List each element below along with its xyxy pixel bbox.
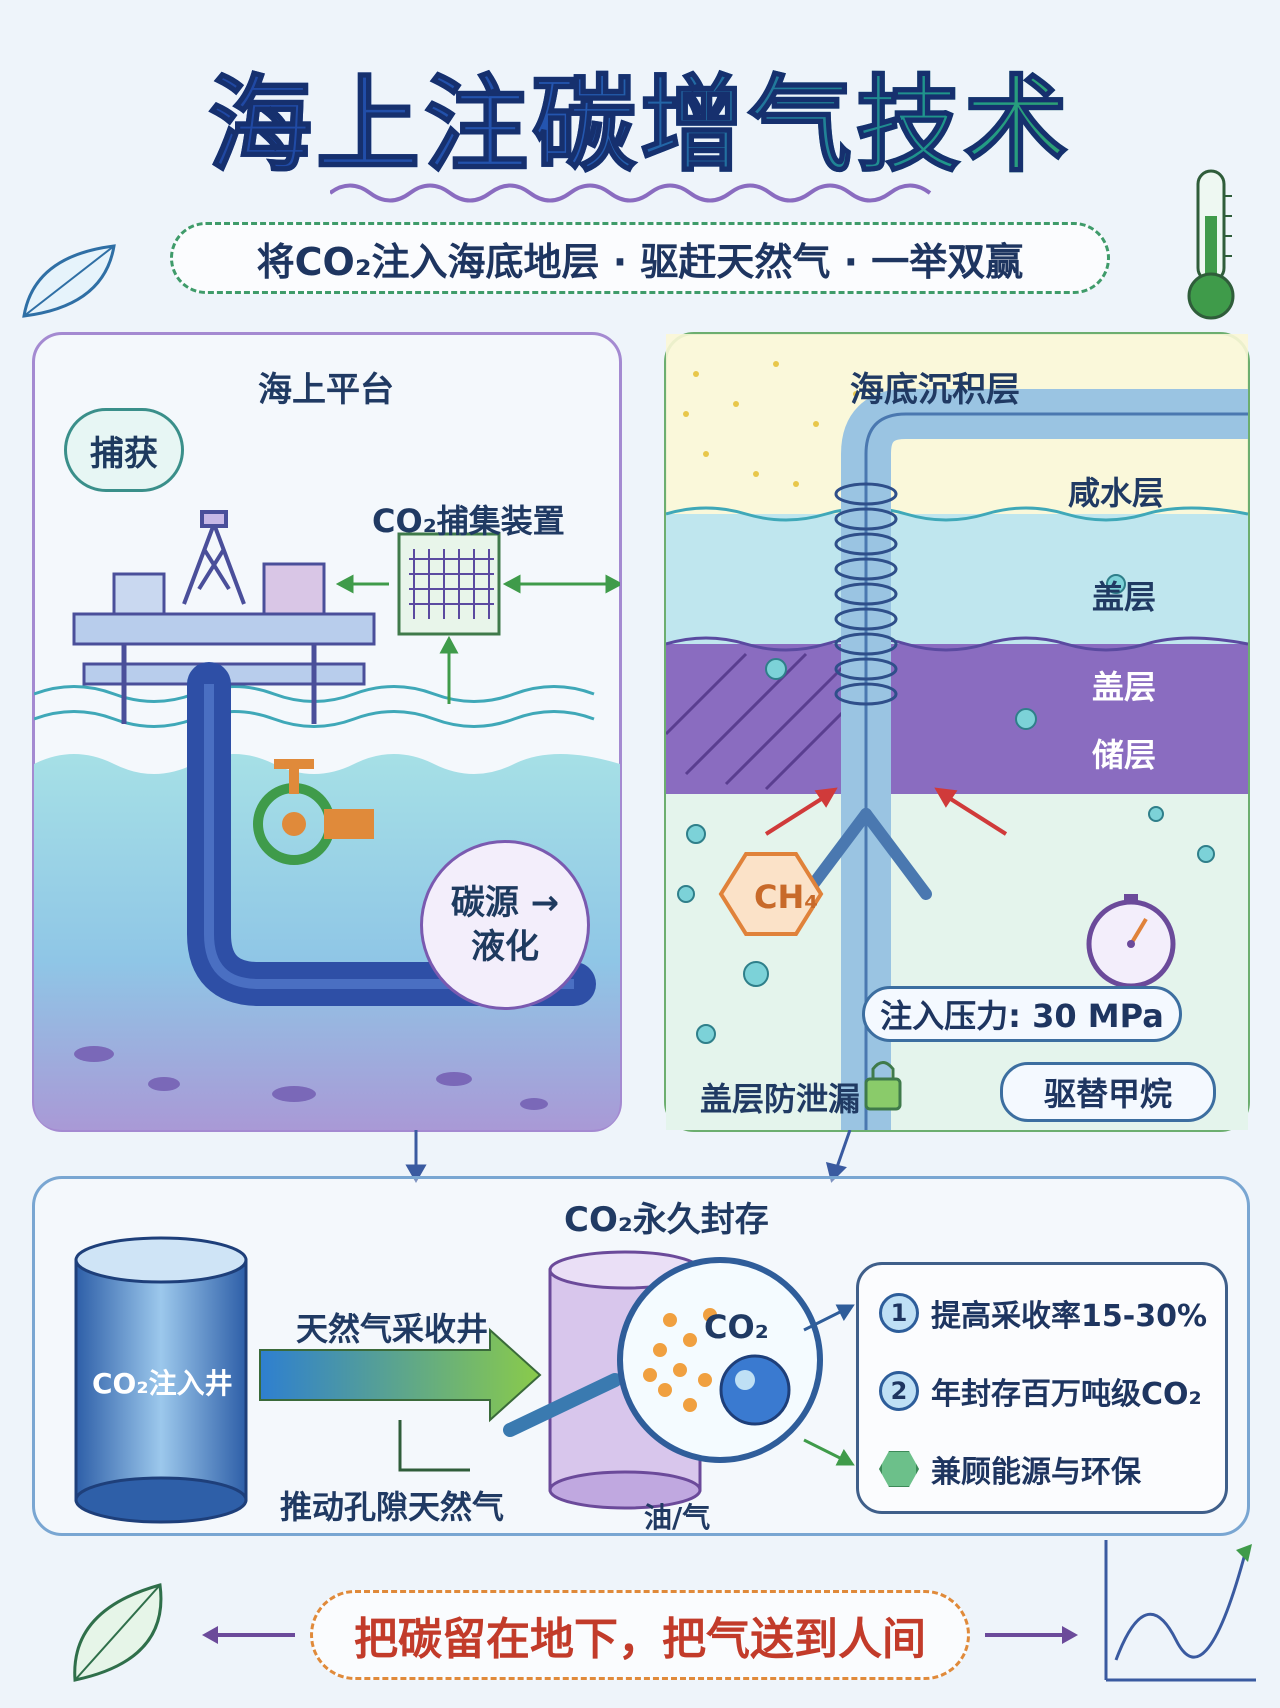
leaf-icon (22, 244, 116, 318)
benefit-item-3: 兼顾能源与环保 (879, 1447, 1141, 1491)
subtitle-banner: 将CO₂注入海底地层 · 驱赶天然气 · 一举双赢 (170, 222, 1110, 294)
capture-bubble-text: 捕获 (90, 433, 158, 474)
footer-slogan-text: 把碳留在地下，把气送到人间 (354, 1614, 926, 1665)
arrow-left-icon (202, 1626, 295, 1644)
benefit-marker-2: 2 (879, 1371, 919, 1411)
seabed-sediment-heading: 海底沉积层 (850, 370, 1020, 410)
hexagon-bullet-icon (879, 1451, 919, 1487)
methane-label: CH₄ (754, 878, 819, 916)
benefits-list: 1 提高采收率15-30% 2 年封存百万吨级CO₂ 兼顾能源与环保 (856, 1262, 1228, 1514)
liquefaction-line-2: 液化 (471, 927, 539, 967)
push-pore-gas-label: 推动孔隙天然气 (280, 1488, 505, 1526)
benefit-text-1: 提高采收率15-30% (931, 1299, 1208, 1334)
down-arrows (405, 1130, 852, 1184)
co2-injection-well-label: CO₂注入井 (92, 1367, 233, 1400)
benefit-marker-1: 1 (879, 1293, 919, 1333)
benefit-text-3: 兼顾能源与环保 (931, 1455, 1141, 1490)
permanent-storage-heading: CO₂永久封存 (564, 1200, 769, 1240)
layer-cap-label-2: 盖层 (1092, 668, 1157, 706)
benefit-text-2: 年封存百万吨级CO₂ (931, 1377, 1202, 1412)
leaf-icon-bottom (73, 1583, 163, 1682)
benefit-item-2: 2 年封存百万吨级CO₂ (879, 1369, 1202, 1413)
methane-displacement-text: 驱替甲烷 (1043, 1075, 1172, 1113)
leak-prevention-label: 盖层防泄漏 (700, 1080, 861, 1118)
gas-production-well-label: 天然气采收井 (296, 1310, 489, 1348)
growth-chart-icon (1104, 1540, 1256, 1682)
co2-molecule-label: CO₂ (704, 1308, 769, 1346)
oil-gas-label: 油/气 (644, 1501, 711, 1534)
layer-reservoir-label: 储层 (1092, 736, 1157, 774)
footer-slogan: 把碳留在地下，把气送到人间 (310, 1590, 970, 1680)
injection-pressure-badge: 注入压力: 30 MPa (862, 986, 1182, 1042)
liquefaction-bubble: 碳源 → 液化 (420, 840, 590, 1010)
injection-pressure-text: 注入压力: 30 MPa (880, 997, 1164, 1035)
title-underline-squiggle (330, 183, 932, 203)
liquefaction-line-1: 碳源 → (450, 882, 560, 923)
methane-displacement-badge: 驱替甲烷 (1000, 1062, 1216, 1122)
arrow-right-icon (985, 1626, 1078, 1644)
capture-bubble: 捕获 (64, 408, 184, 492)
layer-cap-label-1: 盖层 (1092, 578, 1157, 616)
layer-brine-label: 咸水层 (1068, 474, 1165, 512)
offshore-platform-heading: 海上平台 (258, 370, 394, 410)
co2-capture-device-label: CO₂捕集装置 (372, 502, 565, 540)
benefit-arrows (803, 1304, 855, 1466)
page-title: 海上注碳增气技术 (0, 40, 1280, 191)
subtitle-text: 将CO₂注入海底地层 · 驱赶天然气 · 一举双赢 (256, 239, 1024, 284)
storage-illustration (74, 1236, 823, 1524)
thermometer-icon (1187, 169, 1235, 320)
benefit-item-1: 1 提高采收率15-30% (879, 1291, 1207, 1335)
